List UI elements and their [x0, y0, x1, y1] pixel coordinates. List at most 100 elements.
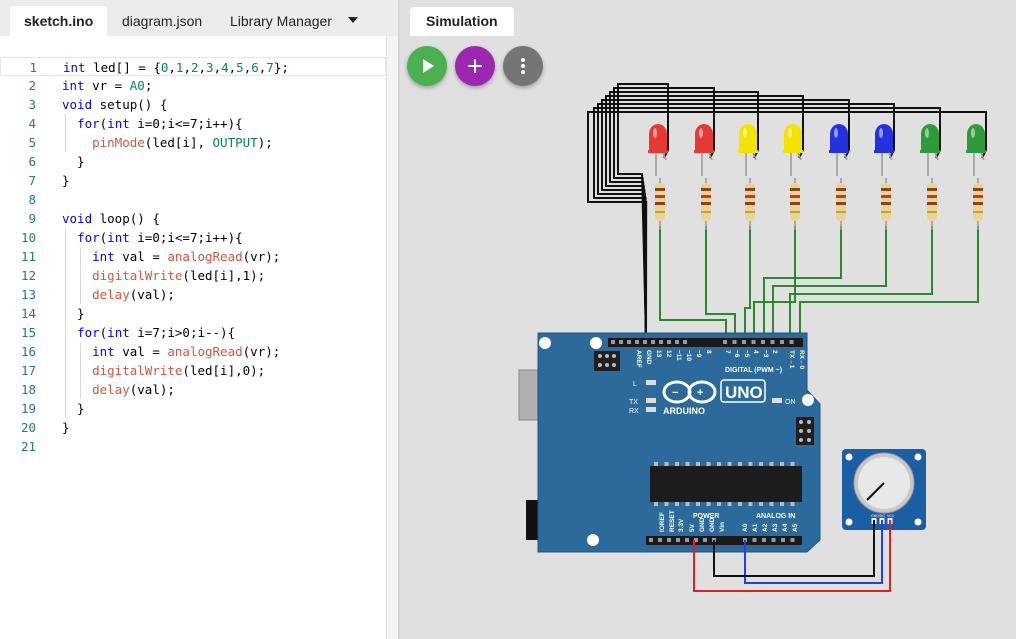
led-blue[interactable]	[829, 124, 849, 176]
led-green[interactable]	[920, 124, 940, 176]
code-line[interactable]: 14 }	[0, 304, 386, 323]
wire-led-signal[interactable]	[772, 226, 887, 338]
header-pin[interactable]	[651, 340, 655, 344]
code-line[interactable]: 5 pinMode(led[i], OUTPUT);	[0, 133, 386, 152]
header-pin[interactable]	[627, 340, 631, 344]
wire-led-signal[interactable]	[753, 226, 796, 338]
wire-5v[interactable]	[693, 520, 891, 592]
chevron-down-icon[interactable]	[344, 6, 362, 36]
code-text: delay(val);	[92, 382, 175, 397]
header-pin[interactable]	[742, 340, 746, 344]
header-pin[interactable]	[761, 340, 765, 344]
wire-led-signal[interactable]	[763, 226, 842, 338]
code-line[interactable]: 19 }	[0, 399, 386, 418]
header-pin[interactable]	[780, 340, 784, 344]
code-line[interactable]: 15 for(int i=7;i>0;i--){	[0, 323, 386, 342]
more-options-button[interactable]	[503, 46, 543, 86]
arduino-uno-board[interactable]: DIGITAL (PWM ~) − + UNO ARDUINO L TX RX …	[518, 332, 821, 553]
indent-guide	[80, 247, 81, 304]
line-number: 19	[20, 401, 36, 416]
header-pin[interactable]	[789, 340, 794, 344]
led-red[interactable]	[694, 124, 714, 176]
add-part-button[interactable]	[455, 46, 495, 86]
led-green[interactable]	[966, 124, 986, 176]
line-number: 17	[20, 363, 36, 378]
header-pin[interactable]	[732, 340, 737, 344]
wire-led-signal[interactable]	[789, 226, 933, 338]
led-red[interactable]	[648, 124, 668, 176]
code-line[interactable]: 6 }	[0, 152, 386, 171]
code-line[interactable]: 16 int val = analogRead(vr);	[0, 342, 386, 361]
editor-scrollbar[interactable]	[386, 36, 400, 639]
wire-led-signal[interactable]	[659, 226, 727, 338]
header-pin[interactable]	[611, 340, 615, 344]
led-yellow[interactable]	[783, 124, 803, 176]
chip-pin	[706, 462, 711, 466]
tab-diagram-json[interactable]: diagram.json	[122, 13, 203, 29]
header-pin[interactable]	[751, 340, 756, 344]
header-pin[interactable]	[752, 538, 757, 542]
resistor[interactable]	[927, 178, 937, 230]
code-line[interactable]: 7}	[0, 171, 386, 190]
tab-sketch-ino[interactable]: sketch.ino	[10, 6, 108, 36]
header-pin[interactable]	[676, 538, 680, 542]
resistor[interactable]	[745, 178, 755, 230]
wire-led-gnd[interactable]	[609, 91, 759, 339]
header-pin[interactable]	[790, 538, 795, 542]
resistor[interactable]	[790, 178, 800, 230]
code-line[interactable]: 11 int val = analogRead(vr);	[0, 247, 386, 266]
resistor[interactable]	[973, 178, 983, 230]
wire-gnd[interactable]	[713, 520, 875, 577]
led-yellow[interactable]	[738, 124, 758, 176]
header-pin[interactable]	[703, 538, 707, 542]
header-pin[interactable]	[770, 340, 775, 344]
resistor[interactable]	[701, 178, 711, 230]
header-pin[interactable]	[667, 538, 671, 542]
header-pin[interactable]	[658, 538, 662, 542]
pane-divider[interactable]	[398, 0, 400, 639]
header-pin[interactable]	[694, 538, 698, 542]
chip-pin	[738, 502, 742, 506]
wire-led-signal[interactable]	[799, 226, 979, 338]
header-pin[interactable]	[635, 340, 639, 344]
code-line[interactable]: 17 digitalWrite(led[i],0);	[0, 361, 386, 380]
code-line[interactable]: 10 for(int i=0;i<=7;i++){	[0, 228, 386, 247]
code-line[interactable]: 20}	[0, 418, 386, 437]
start-simulation-button[interactable]	[407, 46, 447, 86]
pin-label: 4	[752, 350, 759, 354]
resistor[interactable]	[881, 178, 891, 230]
led-blue[interactable]	[874, 124, 894, 176]
line-number: 20	[20, 420, 36, 435]
tab-library-manager[interactable]: Library Manager	[230, 13, 332, 29]
header-pin[interactable]	[675, 340, 679, 344]
code-line[interactable]: 12 digitalWrite(led[i],1);	[0, 266, 386, 285]
code-line[interactable]: 4 for(int i=0;i<=7;i++){	[0, 114, 386, 133]
header-pin[interactable]	[683, 340, 687, 344]
code-line[interactable]: 21	[0, 437, 386, 456]
resistor[interactable]	[655, 178, 665, 230]
wire-led-signal[interactable]	[705, 226, 736, 338]
code-line[interactable]: 18 delay(val);	[0, 380, 386, 399]
wire-a0[interactable]	[744, 520, 883, 584]
header-pin[interactable]	[619, 340, 623, 344]
header-pin[interactable]	[723, 340, 727, 344]
header-pin[interactable]	[771, 538, 776, 542]
code-line[interactable]: 13 delay(val);	[0, 285, 386, 304]
tab-simulation[interactable]: Simulation	[410, 7, 514, 36]
header-pin[interactable]	[649, 538, 653, 542]
header-pin[interactable]	[781, 538, 785, 542]
header-pin[interactable]	[762, 538, 766, 542]
header-pin[interactable]	[667, 340, 671, 344]
header-pin[interactable]	[643, 340, 647, 344]
header-pin[interactable]	[659, 340, 663, 344]
resistor[interactable]	[836, 178, 846, 230]
header-pin[interactable]	[685, 538, 689, 542]
wire-led-signal[interactable]	[744, 226, 751, 338]
code-line[interactable]: 8	[0, 190, 386, 209]
